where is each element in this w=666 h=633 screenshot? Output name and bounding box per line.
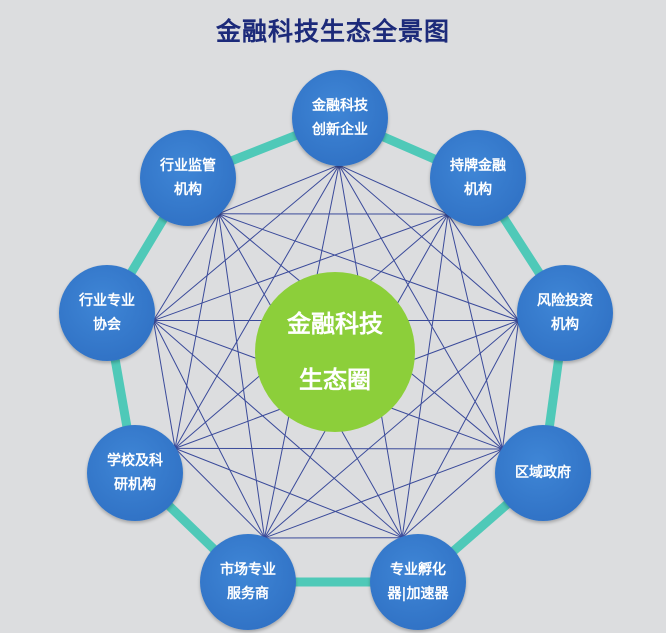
node-label-line1: 金融科技 bbox=[312, 98, 368, 114]
outer-ring bbox=[102, 113, 570, 587]
node-label-line2: 机构 bbox=[174, 182, 202, 198]
node-label-line2: 协会 bbox=[93, 317, 121, 333]
node-label-line1: 专业孵化 bbox=[390, 562, 446, 578]
node-label-line1: 行业监管 bbox=[160, 158, 216, 174]
connection-line bbox=[174, 164, 340, 449]
connection-line bbox=[152, 320, 265, 539]
connection-line bbox=[175, 447, 503, 450]
node-label-line2: 器|加速器 bbox=[387, 586, 449, 602]
node-label-line2: 机构 bbox=[464, 182, 492, 198]
center-circle: 金融科技 生态圈 bbox=[255, 272, 415, 432]
connection-line bbox=[174, 447, 403, 539]
node-label-line2: 服务商 bbox=[227, 586, 269, 602]
connection-line bbox=[338, 164, 519, 321]
node-label-line2: 研机构 bbox=[114, 477, 156, 493]
connection-line bbox=[152, 320, 176, 449]
connection-line bbox=[218, 213, 519, 321]
diagram-title: 金融科技生态全景图 bbox=[215, 17, 450, 46]
connection-line bbox=[264, 448, 503, 539]
connection-line bbox=[502, 320, 520, 450]
connection-line bbox=[264, 320, 519, 539]
node-label-line1: 市场专业 bbox=[220, 562, 276, 578]
ecosystem-node: 持牌金融机构 bbox=[430, 130, 526, 226]
node-label-line1: 学校及科 bbox=[107, 453, 163, 469]
node-label-line1: 区域政府 bbox=[515, 465, 571, 481]
connection-line bbox=[447, 213, 519, 321]
center-label-line1: 金融科技 bbox=[287, 310, 383, 338]
connection-line bbox=[338, 164, 449, 215]
connection-line bbox=[174, 448, 265, 539]
connection-line bbox=[218, 164, 340, 215]
connection-line bbox=[153, 213, 219, 321]
ecosystem-node: 行业专业协会 bbox=[59, 265, 155, 361]
node-label-line1: 持牌金融 bbox=[450, 158, 506, 174]
ecosystem-node: 区域政府 bbox=[495, 425, 591, 521]
node-label-line2: 机构 bbox=[551, 317, 579, 333]
node-label-line2: 创新企业 bbox=[312, 122, 368, 138]
connection-line bbox=[153, 320, 403, 539]
ecosystem-node: 学校及科研机构 bbox=[87, 425, 183, 521]
ecosystem-node: 市场专业服务商 bbox=[200, 534, 296, 630]
node-label-line1: 风险投资 bbox=[537, 293, 593, 309]
node-label-line1: 行业专业 bbox=[79, 293, 135, 309]
connection-line bbox=[218, 213, 266, 539]
connection-line bbox=[401, 448, 503, 539]
connection-line bbox=[401, 320, 519, 538]
ecosystem-node: 风险投资机构 bbox=[517, 265, 613, 361]
center-label-line2: 生态圈 bbox=[299, 366, 371, 394]
ecosystem-node: 行业监管机构 bbox=[140, 130, 236, 226]
connection-line bbox=[447, 214, 503, 450]
connection-line bbox=[174, 213, 220, 449]
ecosystem-node: 金融科技创新企业 bbox=[292, 70, 388, 166]
ecosystem-node: 专业孵化器|加速器 bbox=[370, 534, 466, 630]
connection-line bbox=[153, 164, 340, 321]
